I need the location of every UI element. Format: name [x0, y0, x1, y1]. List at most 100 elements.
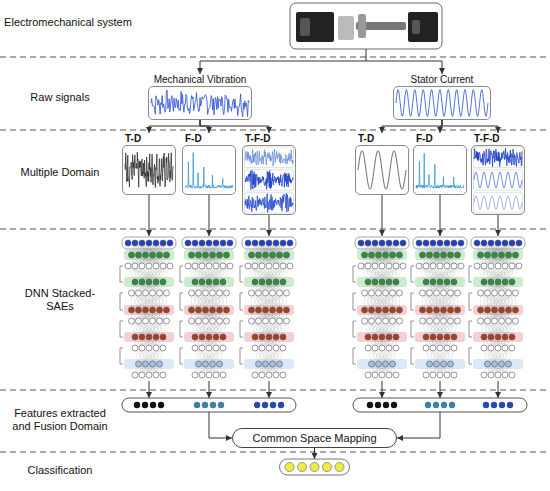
neuron — [213, 240, 219, 246]
neuron — [153, 240, 159, 246]
neuron — [259, 345, 265, 351]
neuron — [451, 279, 457, 285]
neuron — [217, 252, 223, 258]
neuron — [259, 334, 265, 340]
neuron — [383, 318, 389, 324]
neuron — [210, 361, 216, 367]
neuron — [206, 263, 212, 269]
sae-stack — [180, 237, 236, 378]
neuron — [369, 252, 375, 258]
neuron — [160, 279, 166, 285]
neuron — [430, 263, 436, 269]
neuron — [139, 240, 145, 246]
skip-bracket — [180, 293, 183, 310]
system-photo-frame — [290, 3, 442, 49]
neuron — [372, 334, 378, 340]
machine-photo-part — [408, 12, 438, 42]
neuron — [266, 240, 272, 246]
neuron — [213, 279, 219, 285]
sae-stack — [411, 237, 467, 378]
neuron — [217, 307, 223, 313]
section-separator — [0, 229, 550, 230]
flow-arrow — [440, 381, 441, 398]
neuron — [249, 252, 255, 258]
neuron — [358, 263, 364, 269]
neuron — [393, 345, 399, 351]
neuron — [372, 372, 378, 378]
neuron — [434, 290, 440, 296]
neuron — [259, 372, 265, 378]
neuron — [430, 240, 436, 246]
neuron — [390, 361, 396, 367]
neuron — [437, 279, 443, 285]
neuron — [125, 240, 131, 246]
neuron — [167, 263, 173, 269]
neuron — [284, 290, 290, 296]
neuron — [266, 263, 272, 269]
neuron — [220, 240, 226, 246]
neuron — [383, 307, 389, 313]
neuron — [455, 318, 461, 324]
neuron — [386, 240, 392, 246]
neuron — [139, 345, 145, 351]
neuron — [259, 263, 265, 269]
neuron — [451, 372, 457, 378]
neuron — [390, 307, 396, 313]
neuron — [206, 372, 212, 378]
neuron — [136, 307, 142, 313]
flow-arrow — [209, 195, 210, 236]
neuron — [199, 263, 205, 269]
neuron — [153, 372, 159, 378]
sae-stack — [240, 237, 296, 378]
neuron — [423, 279, 429, 285]
neuron — [369, 290, 375, 296]
skip-bracket — [180, 321, 183, 337]
neuron — [213, 372, 219, 378]
neuron — [217, 361, 223, 367]
neuron — [132, 263, 138, 269]
neuron — [358, 240, 364, 246]
neuron — [284, 307, 290, 313]
neuron — [157, 307, 163, 313]
skip-bracket — [240, 348, 243, 364]
neuron — [160, 263, 166, 269]
neuron — [129, 290, 135, 296]
neuron — [256, 290, 262, 296]
neuron — [199, 345, 205, 351]
neuron — [252, 240, 258, 246]
neuron — [420, 290, 426, 296]
neuron — [220, 263, 226, 269]
neuron — [451, 334, 457, 340]
neuron — [437, 263, 443, 269]
branch-arrow — [442, 61, 443, 74]
neuron — [441, 307, 447, 313]
neuron — [153, 279, 159, 285]
skip-bracket — [120, 293, 123, 310]
neuron — [400, 240, 406, 246]
neuron — [434, 318, 440, 324]
neuron — [210, 252, 216, 258]
layer-link — [149, 266, 170, 282]
neuron — [379, 372, 385, 378]
neuron — [451, 345, 457, 351]
skip-bracket — [353, 266, 356, 282]
neuron — [139, 334, 145, 340]
neuron — [376, 361, 382, 367]
neuron — [393, 279, 399, 285]
neuron — [129, 307, 135, 313]
neuron — [143, 307, 149, 313]
neuron — [434, 252, 440, 258]
skip-bracket — [411, 348, 414, 364]
neuron — [160, 240, 166, 246]
neuron — [164, 307, 170, 313]
neuron — [400, 263, 406, 269]
neuron — [270, 361, 276, 367]
neuron — [365, 263, 371, 269]
input-layer-box — [413, 237, 467, 249]
neuron — [448, 307, 454, 313]
neuron — [192, 263, 198, 269]
neuron — [249, 307, 255, 313]
neuron — [393, 372, 399, 378]
neuron — [263, 361, 269, 367]
